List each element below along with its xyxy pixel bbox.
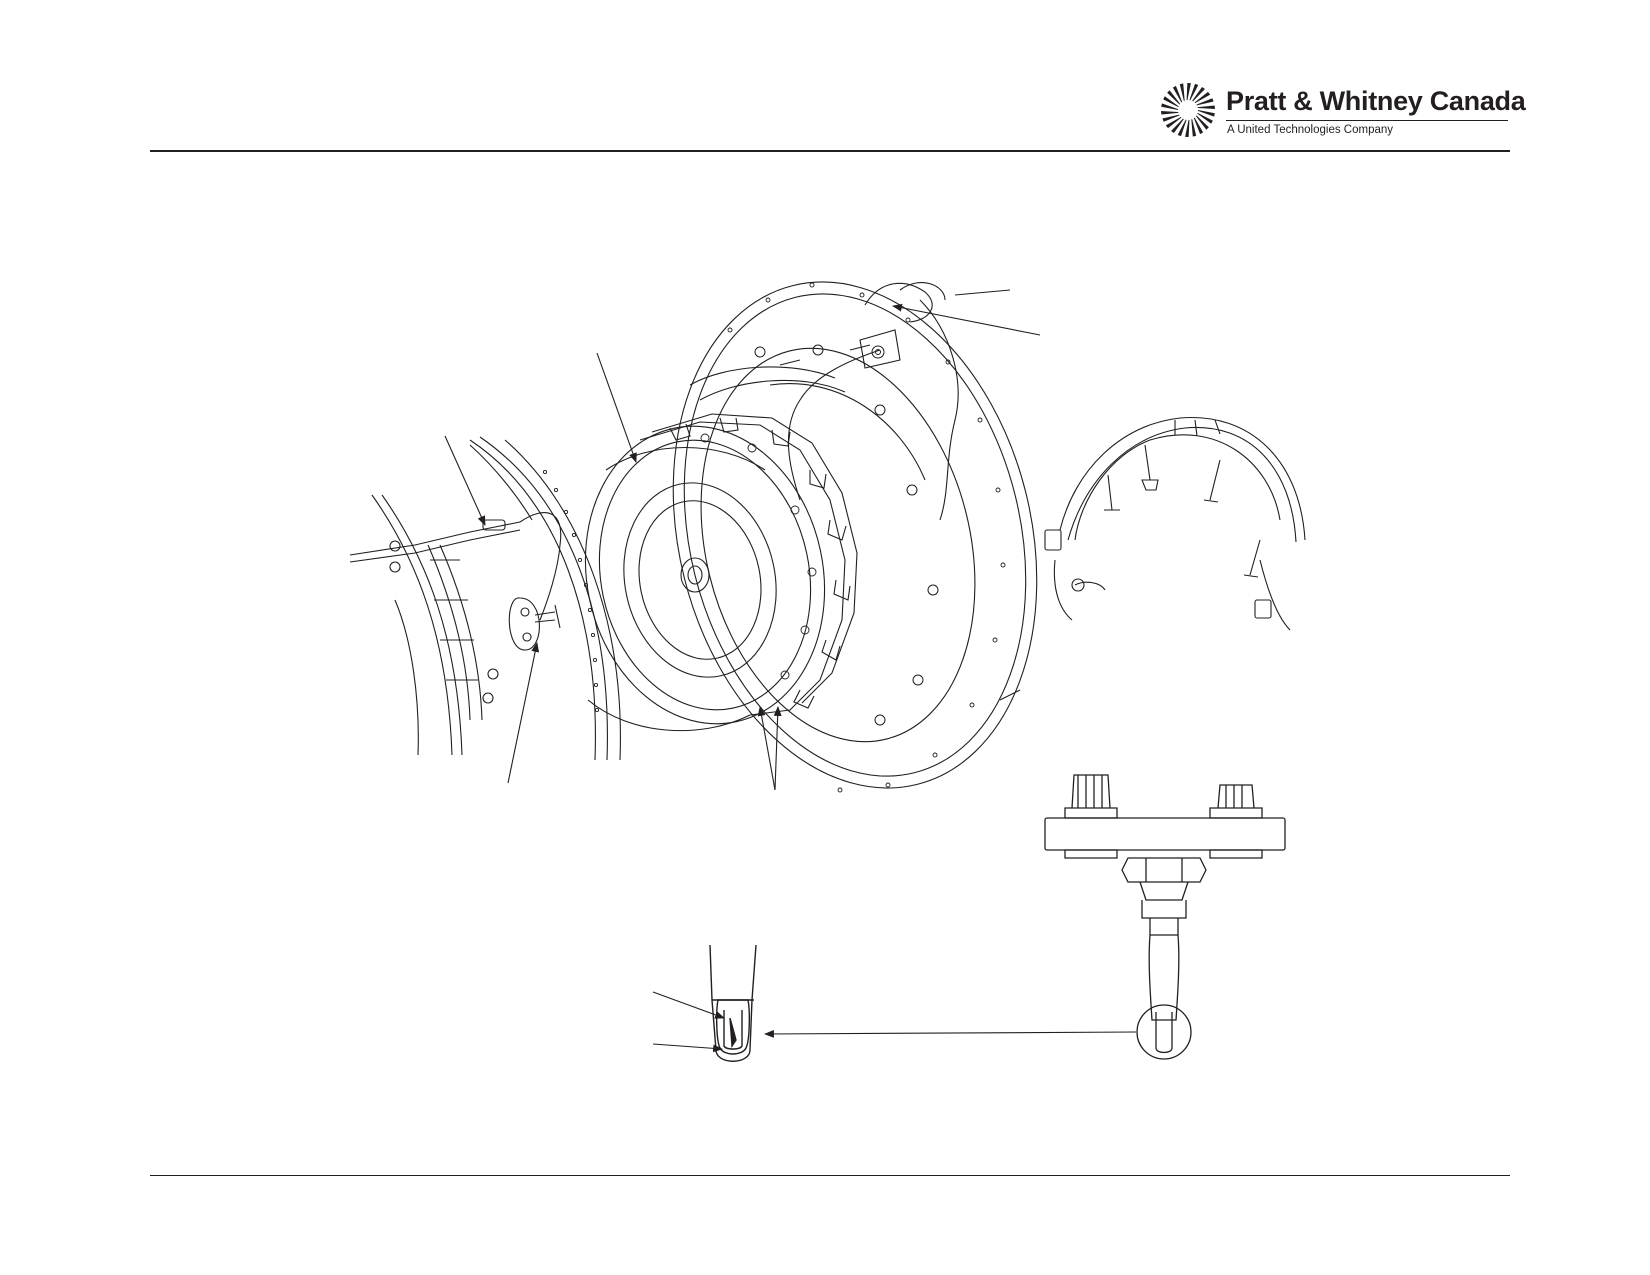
callout-leader-detail-view (764, 1029, 1136, 1038)
sunburst-ray (1189, 83, 1199, 101)
sunburst-ray (1185, 119, 1190, 137)
sunburst-ray (1197, 112, 1213, 124)
gas-generator-case (622, 243, 1088, 827)
callout-leader-dome (597, 353, 637, 463)
sunburst-ray (1194, 91, 1211, 104)
brand-divider (1226, 120, 1508, 121)
sunburst-ray (1195, 115, 1209, 130)
sunburst-ray (1171, 118, 1184, 134)
turbine-sunburst-icon (1161, 83, 1215, 137)
footer-rule (150, 1175, 1510, 1176)
combustor-dome-assembly (558, 404, 857, 747)
harness-assembly (1045, 417, 1305, 630)
sunburst-ray (1179, 83, 1185, 101)
combustion-liner-section (350, 437, 620, 760)
sunburst-ray (1193, 117, 1204, 135)
callout-leader-fitting (508, 642, 540, 783)
sunburst-ray (1161, 103, 1179, 110)
callout-leaders (445, 303, 1136, 1053)
sunburst-ray (1177, 119, 1187, 137)
sunburst-ray (1191, 119, 1197, 137)
sunburst-ray (1196, 98, 1214, 106)
sunburst-ray (1186, 83, 1191, 101)
sunburst-ray (1167, 90, 1181, 105)
sunburst-ray (1197, 110, 1215, 117)
sunburst-ray (1163, 96, 1179, 108)
header-rule (150, 150, 1510, 152)
callout-leader-bracket-b (773, 706, 782, 790)
brand-block: Pratt & Whitney Canada A United Technolo… (1160, 82, 1526, 144)
callout-leader-case-tube (892, 303, 1040, 335)
sunburst-ray (1161, 110, 1179, 115)
sunburst-ray (1192, 86, 1205, 102)
sunburst-ray (1197, 105, 1215, 110)
callout-leader-fuel-tube (445, 436, 485, 526)
sunburst-ray (1162, 114, 1180, 122)
sunburst-ray (1172, 85, 1183, 103)
company-subtitle: A United Technologies Company (1227, 124, 1394, 136)
probe-tip-detail (710, 945, 756, 1061)
sunburst-ray (1165, 116, 1182, 129)
callout-leader-probe-tip (653, 1044, 723, 1053)
callout-leader-bracket-a (757, 706, 775, 790)
company-name: Pratt & Whitney Canada (1226, 86, 1526, 116)
callout-leader-probe-inner (653, 992, 725, 1019)
probe-detail (1045, 775, 1285, 1059)
